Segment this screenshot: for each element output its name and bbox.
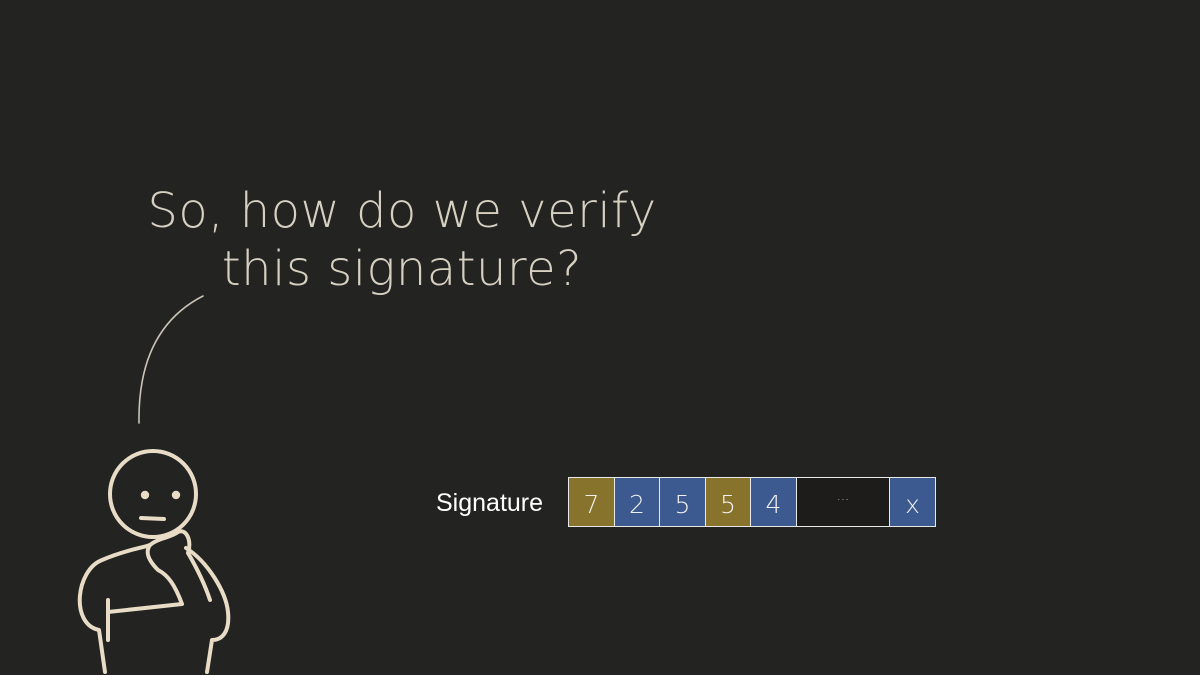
signature-cell: ... — [795, 477, 891, 527]
shoulder-right — [184, 546, 231, 674]
question-line-1: So, how do we verify — [147, 183, 657, 239]
head — [108, 449, 198, 539]
question-text: So, how do we verify this signature? — [140, 182, 664, 298]
question-line-2: this signature? — [221, 241, 583, 297]
mouth — [139, 516, 166, 521]
thinking-person-illustration — [77, 295, 231, 674]
signature-cell: 7 — [568, 477, 615, 527]
eye-right — [171, 490, 181, 500]
eye-left — [140, 490, 150, 500]
speech-tail — [138, 295, 204, 424]
arm-inner — [106, 529, 212, 642]
signature-cell: 5 — [659, 477, 706, 527]
signature-cell: 5 — [704, 477, 752, 527]
signature-label: Signature — [436, 489, 544, 517]
signature-cell: x — [889, 477, 936, 527]
signature-cell: 2 — [613, 477, 661, 527]
body — [77, 543, 152, 674]
signature-cell: 4 — [750, 477, 797, 527]
